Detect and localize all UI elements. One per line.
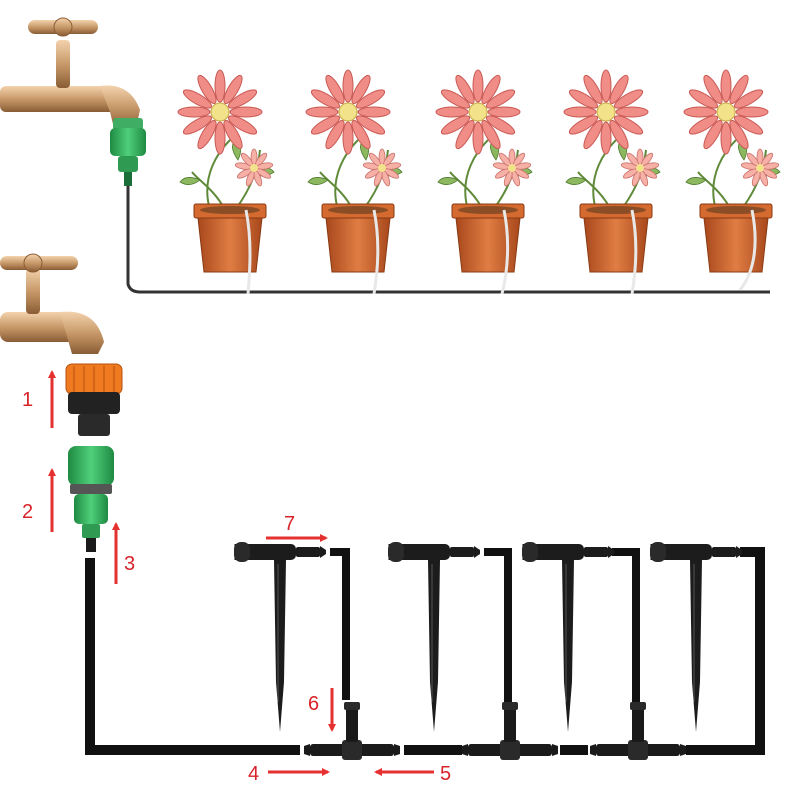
faucet-icon xyxy=(0,253,104,354)
flower-pot-icon xyxy=(177,69,275,295)
flower-pot-icon xyxy=(305,69,403,295)
branch-tube xyxy=(484,548,512,704)
branch-tube xyxy=(612,548,640,704)
drip-stake-icon xyxy=(386,540,482,734)
flower-pot-icon xyxy=(435,69,533,295)
quick-connector-icon xyxy=(68,446,114,552)
top-supply-tube xyxy=(126,186,770,294)
tee-connector-icon xyxy=(590,702,686,760)
faucet-adapter-icon xyxy=(65,363,123,436)
flower-pot-icon xyxy=(683,69,781,291)
tee-connector-icon xyxy=(462,702,558,760)
top-quick-connector-icon xyxy=(110,118,146,186)
flower-pots xyxy=(177,69,781,295)
step-label-1: 1 xyxy=(22,389,33,411)
branch-tube xyxy=(330,548,350,700)
tube-segment xyxy=(686,547,765,755)
top-faucet-icon xyxy=(0,17,140,128)
step-label-7: 7 xyxy=(284,513,295,535)
step-label-4: 4 xyxy=(248,763,259,785)
step-label-3: 3 xyxy=(124,553,135,575)
step-label-6: 6 xyxy=(308,693,319,715)
step-label-2: 2 xyxy=(22,501,33,523)
drip-stake-icon xyxy=(520,540,616,734)
flower-pot-icon xyxy=(563,69,661,295)
drip-stake-icon xyxy=(648,540,744,734)
step-label-5: 5 xyxy=(440,763,451,785)
main-tube xyxy=(85,558,300,755)
